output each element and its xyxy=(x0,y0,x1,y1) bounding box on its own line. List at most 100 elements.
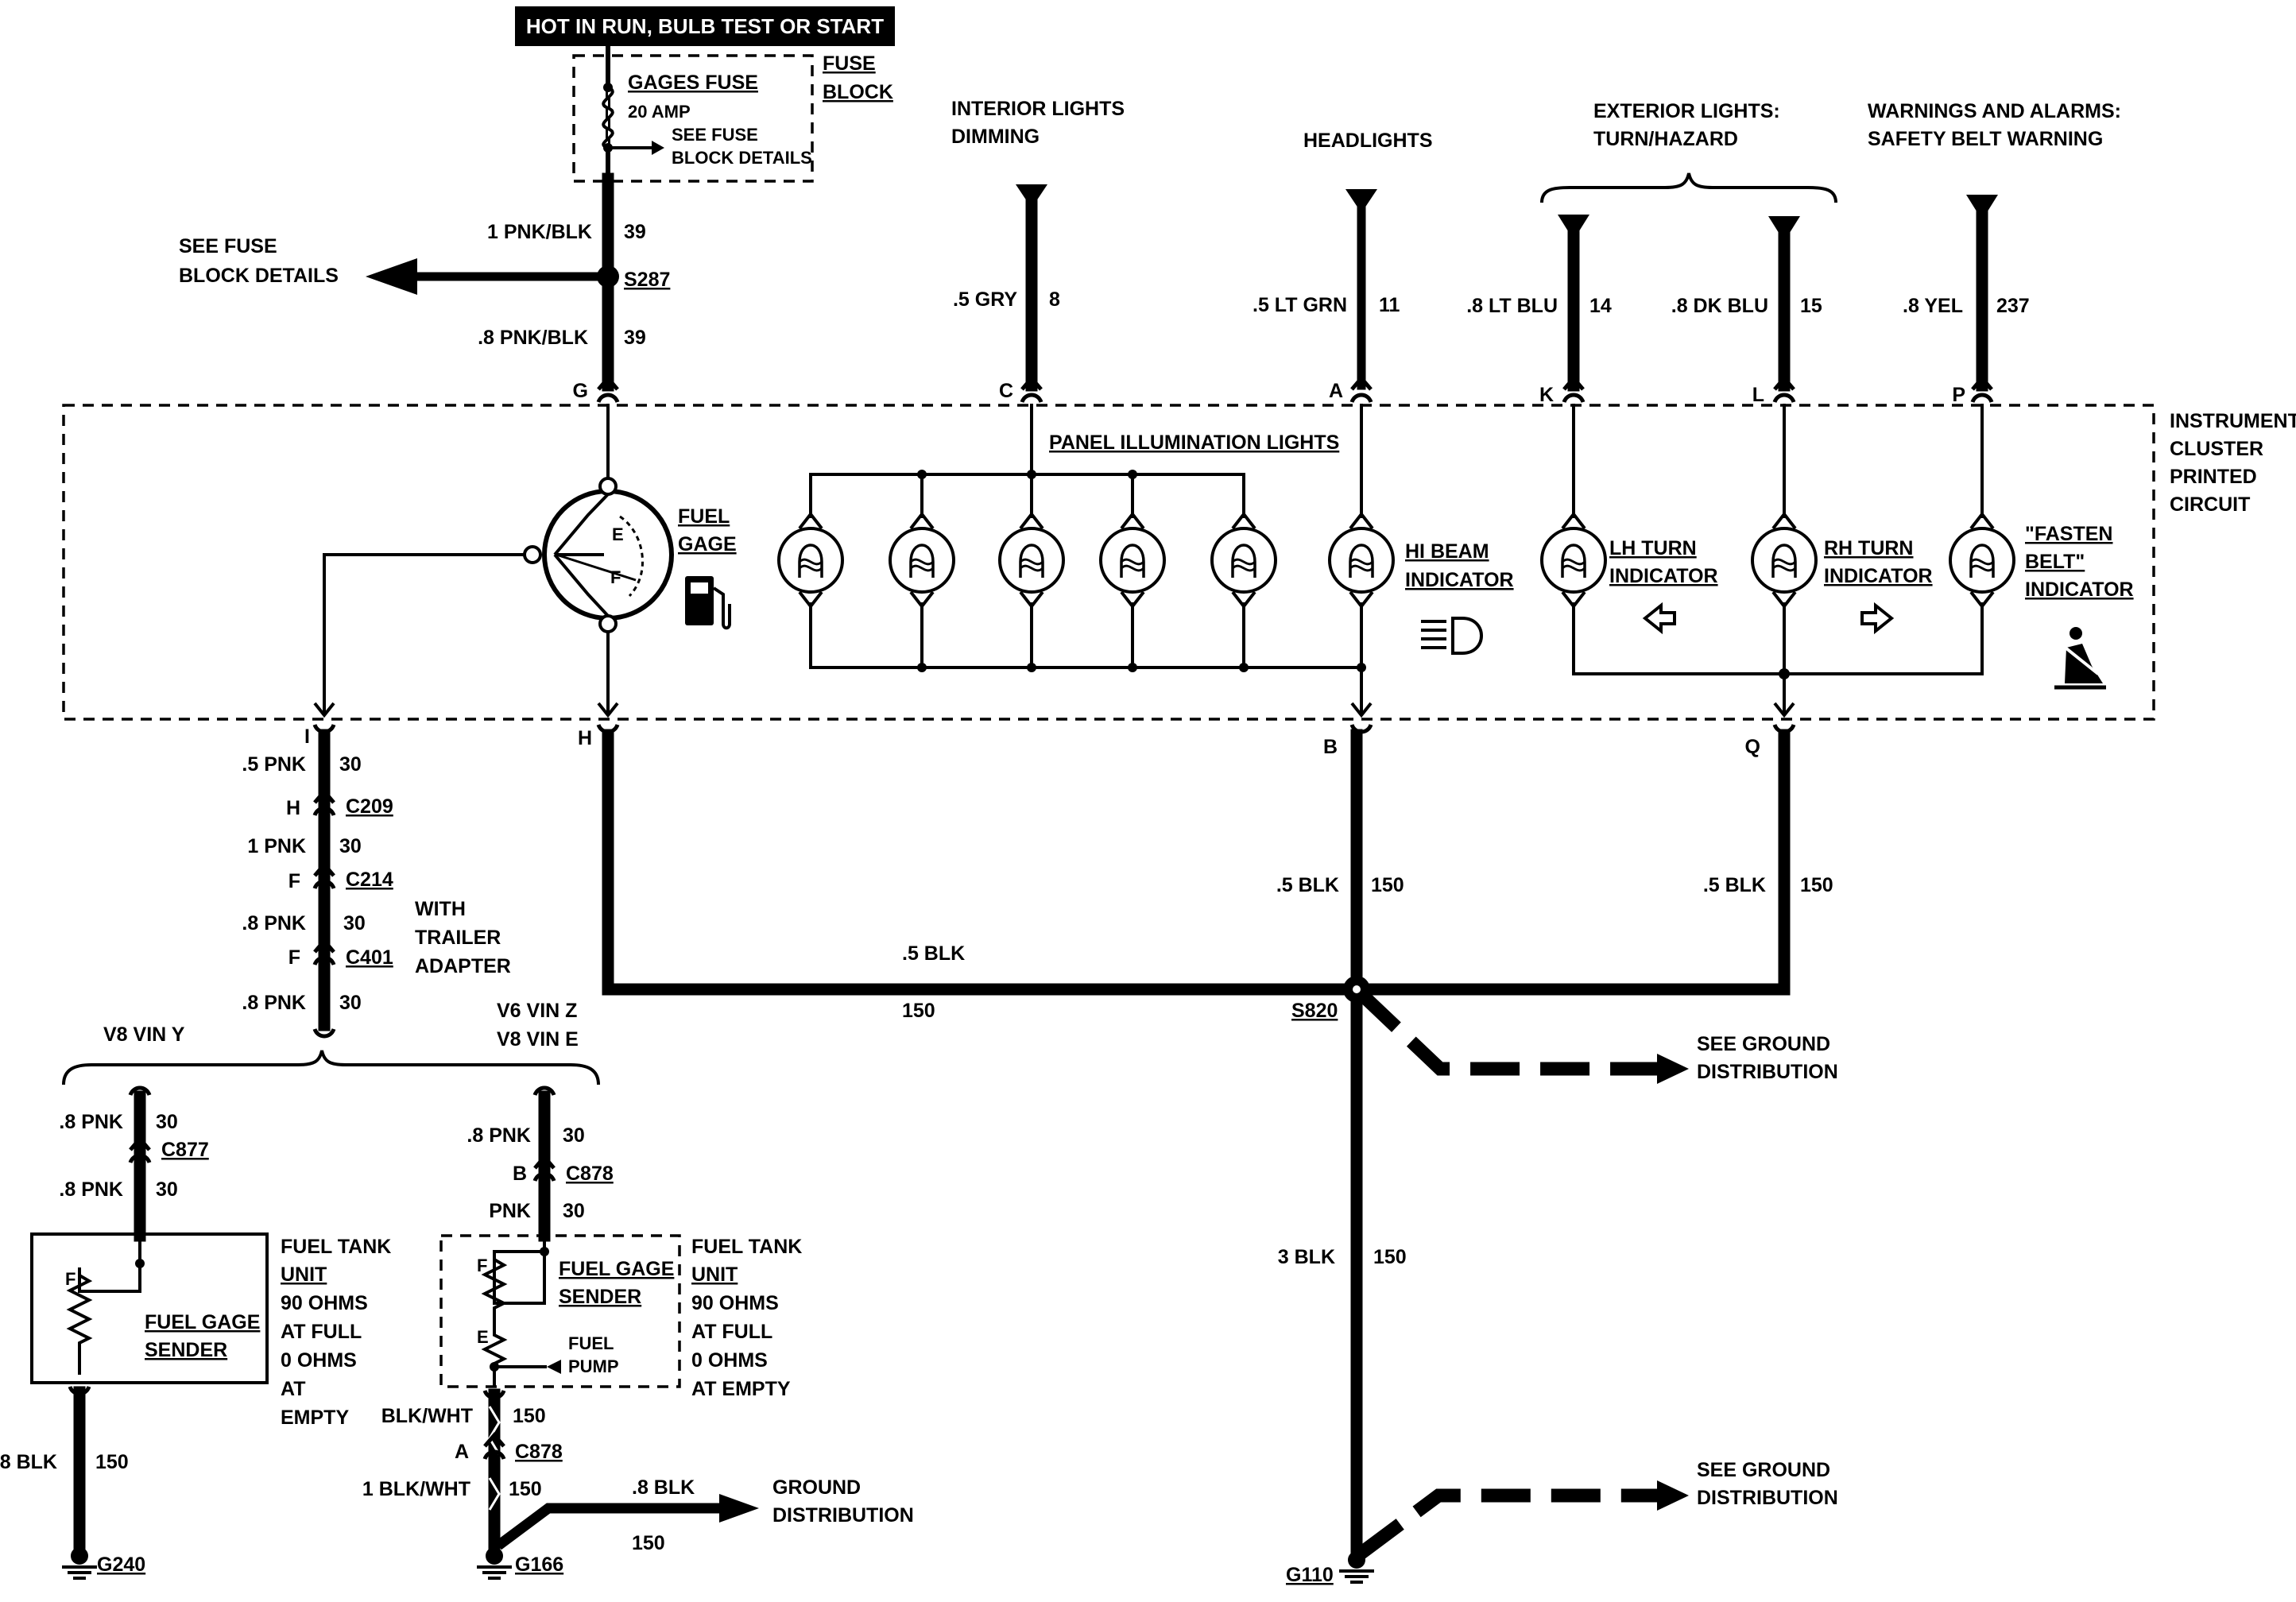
connector-c214: C214 xyxy=(346,869,393,891)
svg-text:UNIT: UNIT xyxy=(691,1263,738,1286)
svg-text:SEE GROUND: SEE GROUND xyxy=(1697,1459,1830,1481)
svg-text:P: P xyxy=(1952,384,1965,406)
sender-feed-wire-30: .5 PNK 30 H C209 1 PNK 30 F C214 .8 PNK … xyxy=(62,729,600,1085)
svg-text:0 OHMS: 0 OHMS xyxy=(281,1349,357,1372)
fuse-name: GAGES FUSE xyxy=(628,72,758,94)
svg-text:"FASTEN: "FASTEN xyxy=(2025,523,2112,545)
input-headlights: HEADLIGHTS .5 LT GRN 11 A xyxy=(1253,130,1433,402)
svg-text:FUEL TANK: FUEL TANK xyxy=(281,1236,391,1258)
fuse-rating: 20 AMP xyxy=(628,102,691,122)
panel-lamp-3 xyxy=(998,473,1065,669)
svg-text:E: E xyxy=(612,524,624,544)
svg-text:.8 BLK: .8 BLK xyxy=(0,1451,57,1473)
left-arrow-icon xyxy=(1642,602,1676,635)
svg-text:H: H xyxy=(286,797,300,819)
svg-text:INDICATOR: INDICATOR xyxy=(1609,565,1718,587)
svg-text:.8 PNK/BLK: .8 PNK/BLK xyxy=(478,327,588,349)
svg-text:.8 LT BLU: .8 LT BLU xyxy=(1466,295,1558,317)
svg-text:.8 PNK: .8 PNK xyxy=(242,992,306,1014)
ground-g166: G166 xyxy=(515,1554,563,1576)
svg-text:WITH: WITH xyxy=(415,898,466,920)
svg-text:SENDER: SENDER xyxy=(559,1286,641,1308)
svg-text:GAGE: GAGE xyxy=(678,533,737,555)
svg-text:INDICATOR: INDICATOR xyxy=(2025,578,2134,601)
svg-text:DISTRIBUTION: DISTRIBUTION xyxy=(1697,1487,1838,1509)
power-source-label: HOT IN RUN, BULB TEST OR START xyxy=(515,6,895,46)
svg-text:39: 39 xyxy=(624,221,646,243)
svg-text:V6 VIN Z: V6 VIN Z xyxy=(497,1000,577,1022)
svg-text:C: C xyxy=(999,380,1013,402)
svg-text:30: 30 xyxy=(339,992,362,1014)
svg-text:UNIT: UNIT xyxy=(281,1263,327,1286)
svg-text:30: 30 xyxy=(343,912,366,934)
svg-text:150: 150 xyxy=(1373,1246,1407,1268)
svg-text:SAFETY BELT WARNING: SAFETY BELT WARNING xyxy=(1868,128,2103,150)
svg-text:150: 150 xyxy=(902,1000,935,1022)
svg-text:.5 BLK: .5 BLK xyxy=(902,942,965,965)
svg-text:150: 150 xyxy=(1371,874,1404,896)
svg-text:G: G xyxy=(573,380,588,402)
svg-text:WARNINGS AND ALARMS:: WARNINGS AND ALARMS: xyxy=(1868,100,2121,122)
svg-text:15: 15 xyxy=(1800,295,1822,317)
svg-text:150: 150 xyxy=(513,1405,546,1427)
panel-illumination-lights: PANEL ILLUMINATION LIGHTS xyxy=(777,404,1366,672)
svg-text:.8 DK BLU: .8 DK BLU xyxy=(1671,295,1768,317)
svg-text:0 OHMS: 0 OHMS xyxy=(691,1349,768,1372)
svg-text:.8 PNK: .8 PNK xyxy=(242,912,306,934)
connector-c877: C877 xyxy=(161,1139,209,1161)
splice-s287: S287 xyxy=(624,269,670,291)
svg-text:LH TURN: LH TURN xyxy=(1609,537,1697,559)
panel-lamp-4 xyxy=(1099,473,1166,669)
headlight-icon xyxy=(1421,617,1483,655)
input-safety-belt: WARNINGS AND ALARMS: SAFETY BELT WARNING… xyxy=(1868,100,2121,406)
fasten-belt-indicator: "FASTEN BELT" INDICATOR xyxy=(1572,404,2134,690)
svg-text:H: H xyxy=(578,727,592,749)
svg-text:PRINTED: PRINTED xyxy=(2170,466,2257,488)
svg-text:.8 PNK: .8 PNK xyxy=(59,1111,123,1133)
svg-text:Q: Q xyxy=(1745,736,1760,758)
svg-text:SEE GROUND: SEE GROUND xyxy=(1697,1033,1830,1055)
svg-text:TRAILER: TRAILER xyxy=(415,927,501,949)
svg-text:A: A xyxy=(455,1441,469,1463)
svg-text:F: F xyxy=(610,567,621,587)
rh-turn-indicator: RH TURN INDICATOR xyxy=(1751,404,1933,718)
connector-c401: C401 xyxy=(346,946,393,969)
svg-text:INDICATOR: INDICATOR xyxy=(1405,569,1514,591)
input-dimming: INTERIOR LIGHTS DIMMING .5 GRY 8 C xyxy=(951,98,1125,402)
svg-text:30: 30 xyxy=(156,1178,178,1201)
svg-text:V8 VIN E: V8 VIN E xyxy=(497,1028,579,1051)
hi-beam-indicator: HI BEAM INDICATOR xyxy=(1328,404,1514,718)
ground-g110: G110 xyxy=(1286,1564,1334,1586)
svg-text:30: 30 xyxy=(563,1200,585,1222)
svg-text:FUEL TANK: FUEL TANK xyxy=(691,1236,802,1258)
svg-text:AT EMPTY: AT EMPTY xyxy=(691,1378,791,1400)
svg-text:90 OHMS: 90 OHMS xyxy=(691,1292,779,1314)
svg-text:F: F xyxy=(288,946,300,969)
svg-text:CIRCUIT: CIRCUIT xyxy=(2170,493,2250,516)
svg-text:L: L xyxy=(1752,384,1764,406)
svg-text:GROUND: GROUND xyxy=(772,1476,861,1499)
svg-text:3 BLK: 3 BLK xyxy=(1278,1246,1335,1268)
svg-text:.5 BLK: .5 BLK xyxy=(1276,874,1339,896)
svg-text:DISTRIBUTION: DISTRIBUTION xyxy=(772,1504,914,1527)
left-fuel-tank-unit: .8 PNK 30 C877 .8 PNK 30 F FUEL GAGE SEN… xyxy=(0,1085,391,1580)
svg-text:EXTERIOR LIGHTS:: EXTERIOR LIGHTS: xyxy=(1593,100,1780,122)
connector-c878-a: C878 xyxy=(515,1441,563,1463)
panel-lamp-2 xyxy=(889,473,955,669)
svg-text:1 PNK: 1 PNK xyxy=(247,835,306,857)
see-fuse-label-2: BLOCK DETAILS xyxy=(672,148,812,168)
svg-text:PNK: PNK xyxy=(489,1200,531,1222)
svg-text:EMPTY: EMPTY xyxy=(281,1407,349,1429)
svg-text:BLOCK DETAILS: BLOCK DETAILS xyxy=(179,265,339,287)
svg-text:I: I xyxy=(304,726,310,748)
svg-text:DISTRIBUTION: DISTRIBUTION xyxy=(1697,1061,1838,1083)
fuse-block-label-2: BLOCK xyxy=(823,81,893,103)
svg-text:.8 PNK: .8 PNK xyxy=(59,1178,123,1201)
svg-text:39: 39 xyxy=(624,327,646,349)
feed-wire-39: SEE FUSE BLOCK DETAILS 1 PNK/BLK 39 S287… xyxy=(179,172,670,402)
svg-text:11: 11 xyxy=(1379,294,1400,316)
right-fuel-tank-unit: .8 PNK 30 B C878 PNK 30 F E FUEL GAGE SE… xyxy=(362,1085,914,1580)
svg-text:.8 YEL: .8 YEL xyxy=(1903,295,1963,317)
svg-text:150: 150 xyxy=(509,1478,542,1500)
